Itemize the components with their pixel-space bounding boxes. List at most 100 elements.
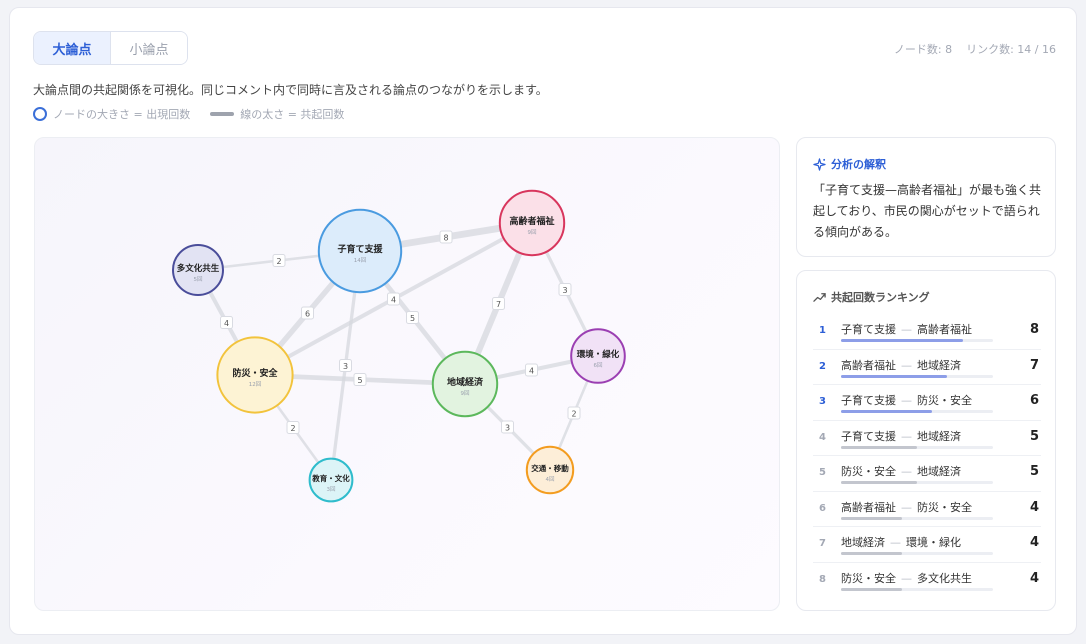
svg-text:5: 5 bbox=[410, 314, 415, 323]
svg-text:8: 8 bbox=[443, 234, 448, 243]
insight-body: 「子育て支援—高齢者福祉」が最も強く共起しており、市民の関心がセットで語られる傾… bbox=[813, 183, 1042, 239]
rank-number: 7 bbox=[819, 538, 826, 549]
svg-text:2: 2 bbox=[290, 424, 295, 433]
node-count-label: 9回 bbox=[528, 229, 537, 236]
tab-major-topics[interactable]: 大論点 bbox=[34, 32, 111, 64]
topic-level-toggle: 大論点 小論点 bbox=[33, 31, 188, 65]
line-width-legend-label: 線の太さ = 共起回数 bbox=[240, 108, 345, 121]
ranking-row[interactable]: 4 子育て支援 — 地域経済 5 bbox=[813, 421, 1041, 456]
rank-bar-fill bbox=[841, 481, 917, 484]
rank-count: 5 bbox=[1029, 464, 1039, 479]
svg-text:5: 5 bbox=[357, 376, 362, 385]
node-count: ノード数: 8 bbox=[893, 43, 953, 56]
link-weight-label: 4 bbox=[525, 363, 538, 377]
rank-number: 4 bbox=[819, 431, 826, 443]
svg-text:6: 6 bbox=[305, 310, 310, 319]
ranking-row[interactable]: 5 防災・安全—地域経済 5 bbox=[813, 456, 1041, 492]
rank-topic-b: 地域経済 bbox=[917, 358, 961, 372]
node-size-legend-icon bbox=[33, 107, 47, 121]
link-weight-label: 6 bbox=[301, 306, 314, 320]
rank-topic-b: 防災・安全 bbox=[917, 500, 972, 514]
rank-topic-b: 地域経済 bbox=[917, 465, 961, 478]
rank-topic-a: 高齢者福祉 bbox=[841, 358, 896, 372]
link-weight-label: 4 bbox=[387, 292, 400, 306]
rank-count: 8 bbox=[1029, 322, 1039, 337]
rank-number: 6 bbox=[819, 502, 826, 514]
rank-dash: — bbox=[901, 358, 912, 372]
node-label: 高齢者福祉 bbox=[509, 215, 554, 227]
ranking-row[interactable]: 8 防災・安全—多文化共生 4 bbox=[813, 563, 1041, 599]
rank-dash: — bbox=[901, 571, 912, 585]
svg-text:4: 4 bbox=[391, 296, 396, 305]
ranking-row[interactable]: 7 地域経済—環境・緑化 4 bbox=[813, 527, 1041, 563]
rank-count: 4 bbox=[1029, 499, 1039, 515]
link-weight-label: 5 bbox=[406, 311, 419, 324]
rank-topic-b: 多文化共生 bbox=[917, 571, 972, 585]
rank-topic-a: 高齢者福祉 bbox=[841, 500, 896, 514]
node-label: 地域経済 bbox=[447, 376, 484, 388]
rank-bar bbox=[841, 339, 993, 342]
svg-text:3: 3 bbox=[562, 286, 567, 295]
rank-bar bbox=[841, 410, 993, 413]
insight-title: 分析の解釈 bbox=[831, 158, 886, 171]
rank-number: 8 bbox=[819, 573, 826, 585]
node-count-label: 14回 bbox=[354, 257, 367, 264]
node-count-label: 12回 bbox=[249, 381, 262, 388]
rank-bar bbox=[841, 445, 993, 449]
node-label: 教育・文化 bbox=[311, 473, 350, 483]
node-count-label: 9回 bbox=[461, 390, 470, 397]
node-label: 環境・緑化 bbox=[577, 349, 620, 360]
rank-number: 3 bbox=[819, 396, 826, 407]
link-weight-label: 5 bbox=[353, 373, 367, 386]
trending-up-icon bbox=[813, 292, 826, 302]
rank-bar-fill bbox=[841, 410, 933, 413]
link-weight-label: 8 bbox=[439, 230, 453, 244]
node-label: 子育て支援 bbox=[337, 243, 383, 255]
rank-bar-fill bbox=[841, 445, 917, 449]
rank-topic-a: 子育て支援 bbox=[841, 429, 896, 443]
rank-bar-fill bbox=[841, 552, 902, 555]
network-node[interactable]: 子育て支援 14回 bbox=[317, 208, 403, 294]
insight-card: 分析の解釈 「子育て支援—高齢者福祉」が最も強く共起しており、市民の関心がセット… bbox=[796, 137, 1056, 257]
ranking-row[interactable]: 3 子育て支援—防災・安全 6 bbox=[813, 385, 1041, 421]
rank-topic-b: 地域経済 bbox=[917, 429, 961, 443]
network-node[interactable]: 高齢者福祉 9回 bbox=[498, 189, 566, 257]
link-weight-label: 3 bbox=[558, 283, 572, 296]
ranking-title: 共起回数ランキング bbox=[831, 291, 930, 304]
rank-count: 7 bbox=[1029, 357, 1039, 373]
rank-count: 4 bbox=[1029, 570, 1039, 586]
rank-topic-b: 高齢者福祉 bbox=[917, 323, 972, 336]
rank-number: 1 bbox=[819, 325, 826, 336]
rank-dash: — bbox=[901, 429, 912, 443]
rank-bar bbox=[841, 587, 993, 591]
link-weight-label: 2 bbox=[286, 421, 300, 434]
rank-bar bbox=[841, 481, 993, 484]
rank-dash: — bbox=[890, 536, 901, 549]
rank-bar-fill bbox=[841, 516, 902, 520]
link-weight-label: 2 bbox=[272, 254, 286, 267]
rank-topic-b: 防災・安全 bbox=[917, 394, 972, 407]
node-count-label: 5回 bbox=[194, 276, 203, 283]
rank-topic-a: 地域経済 bbox=[841, 536, 885, 549]
ranking-row[interactable]: 6 高齢者福祉—防災・安全 4 bbox=[813, 492, 1041, 527]
rank-bar bbox=[841, 552, 993, 555]
rank-bar bbox=[841, 374, 993, 378]
rank-count: 4 bbox=[1029, 535, 1039, 550]
svg-text:2: 2 bbox=[571, 410, 576, 419]
ranking-row[interactable]: 2 高齢者福祉—地域経済 7 bbox=[813, 350, 1041, 385]
svg-text:4: 4 bbox=[224, 319, 229, 328]
tab-minor-topics[interactable]: 小論点 bbox=[111, 32, 187, 64]
link-weight-label: 3 bbox=[501, 420, 514, 434]
sparkle-icon bbox=[813, 157, 826, 171]
network-node[interactable]: 地域経済 9回 bbox=[431, 350, 499, 418]
svg-text:2: 2 bbox=[276, 257, 281, 266]
rank-topic-a: 子育て支援 bbox=[841, 323, 896, 336]
ranking-row[interactable]: 1 子育て支援—高齢者福祉 8 bbox=[813, 314, 1041, 350]
rank-count: 5 bbox=[1029, 428, 1039, 444]
